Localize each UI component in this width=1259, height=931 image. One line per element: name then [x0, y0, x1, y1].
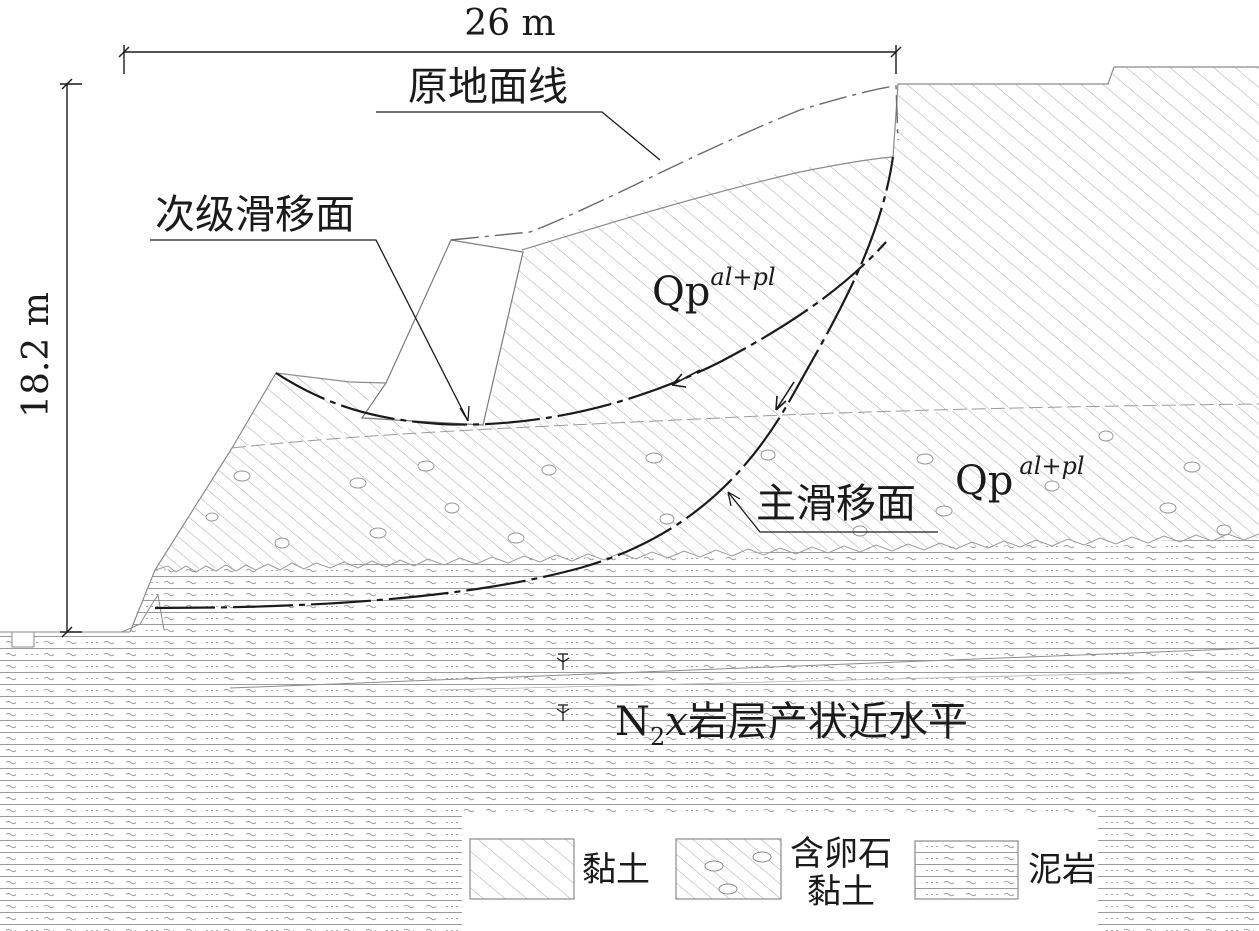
legend-item-clay: 黏土 [469, 838, 650, 900]
height-label: 18.2 m [16, 292, 57, 418]
legend-pebble-label-1: 含卵石 [790, 834, 892, 874]
original-ground-label: 原地面线 [408, 64, 568, 110]
legend-mudstone-label: 泥岩 [1028, 850, 1096, 890]
main-slip-leader [727, 491, 938, 533]
legend: 黏土 含卵石 黏土 泥岩 [469, 834, 1096, 912]
legend-item-mudstone: 泥岩 [914, 840, 1096, 900]
qp-upper-label: Qpal+pl [652, 263, 776, 315]
attitude-symbols [556, 653, 570, 721]
pebble-mudstone-contact [154, 533, 1259, 573]
original-ground-leader [376, 111, 661, 161]
bedrock-label: N2x岩层产状近水平 [615, 699, 968, 751]
slip-direction-arrows [671, 369, 795, 411]
clay-layer [0, 66, 1259, 648]
secondary-slip-label: 次级滑移面 [155, 192, 355, 238]
legend-clay-label: 黏土 [582, 850, 650, 890]
main-slip-surface [154, 156, 895, 610]
width-label: 26 m [464, 3, 555, 44]
pebble-clay-layer [154, 404, 1259, 573]
secondary-slip-leader [150, 239, 469, 422]
legend-pebble-label-2: 黏土 [807, 872, 875, 912]
main-slip-label: 主滑移面 [756, 481, 916, 527]
original-ground-line [450, 85, 899, 241]
height-dimension [60, 78, 82, 638]
legend-item-pebble-clay: 含卵石 黏土 [675, 834, 892, 912]
secondary-slip-surface [275, 241, 887, 426]
width-dimension [118, 45, 902, 74]
